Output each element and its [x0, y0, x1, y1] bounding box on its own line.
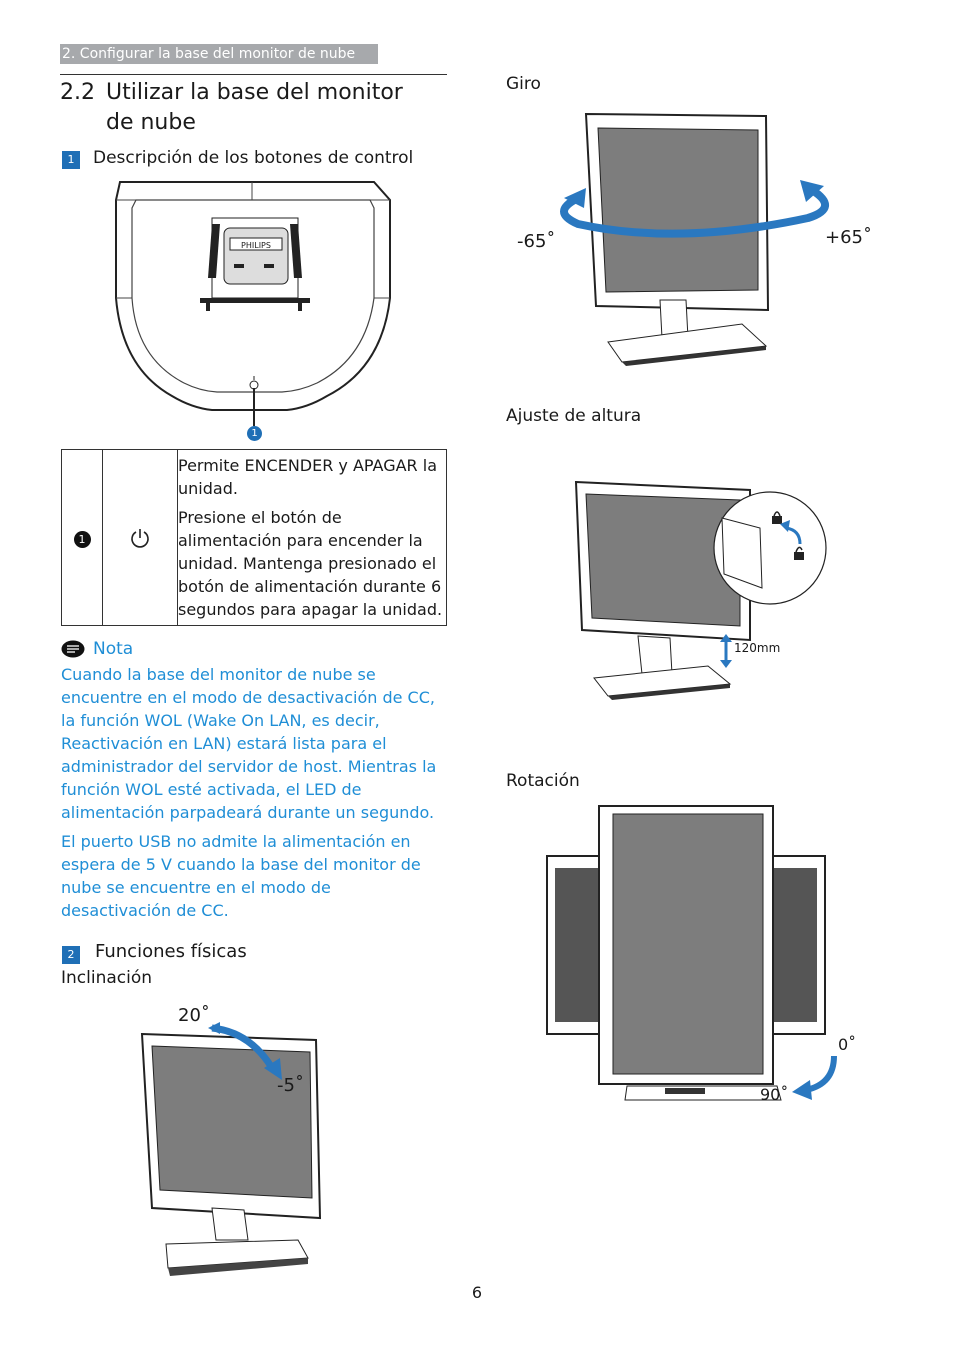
- note-label: Nota: [93, 639, 134, 659]
- tilt-angle-up: 20˚: [178, 1005, 210, 1026]
- description-cell: Permite ENCENDER y APAGAR la unidad. Pre…: [177, 449, 447, 626]
- subsection-number-badge-2: 2: [62, 946, 80, 964]
- section-title: Utilizar la base del monitor de nube: [106, 80, 403, 135]
- table-row: 1 Permite ENCENDER y APAGAR la unidad. P…: [61, 449, 447, 626]
- section-number: 2.2: [60, 80, 95, 105]
- swivel-angle-right: +65˚: [825, 227, 872, 248]
- header-rule: [60, 74, 447, 75]
- tilt-illustration: [140, 1032, 322, 1276]
- note-body: Cuando la base del monitor de nube se en…: [61, 663, 439, 928]
- tilt-label: Inclinación: [61, 968, 153, 988]
- note-paragraph-2: El puerto USB no admite la alimentación …: [61, 832, 421, 920]
- breadcrumb: 2. Configurar la base del monitor de nub…: [60, 44, 378, 64]
- tilt-angle-down: -5˚: [277, 1075, 304, 1096]
- height-illustration: [574, 480, 827, 700]
- note-icon: [61, 640, 85, 658]
- pivot-label: Rotación: [506, 771, 580, 791]
- row-number-badge: 1: [73, 530, 91, 548]
- pivot-illustration: [546, 805, 826, 1101]
- height-label: Ajuste de altura: [506, 406, 642, 426]
- callout-badge: 1: [247, 426, 262, 441]
- pivot-arrow-icon: [792, 1055, 837, 1100]
- power-icon: [131, 528, 149, 548]
- swivel-arrow-icon: [560, 180, 829, 238]
- control-table: 1 Permite ENCENDER y APAGAR la unidad. P…: [61, 449, 447, 626]
- description-text-2: Presione el botón de alimentación para e…: [178, 508, 443, 619]
- description-text-1: Permite ENCENDER y APAGAR la unidad.: [178, 456, 437, 498]
- height-arrow-icon: [720, 634, 732, 668]
- svg-text:PHILIPS: PHILIPS: [241, 241, 271, 250]
- pivot-angle-end: 90˚: [760, 1085, 789, 1104]
- swivel-angle-left: -65˚: [517, 231, 556, 252]
- row-number-cell: 1: [61, 449, 103, 626]
- note-paragraph-1: Cuando la base del monitor de nube se en…: [61, 665, 437, 822]
- swivel-illustration: [584, 112, 770, 366]
- subsection-number-badge: 1: [62, 151, 80, 169]
- subsection-title-controls: Descripción de los botones de control: [93, 148, 414, 168]
- swivel-label: Giro: [506, 74, 541, 94]
- icon-cell: [102, 449, 178, 626]
- base-bottom-view-illustration: PHILIPS: [115, 181, 391, 426]
- tilt-arrow-icon: [208, 1022, 282, 1080]
- page-number: 6: [471, 1283, 483, 1302]
- subsection-title-physical: Funciones físicas: [95, 941, 247, 962]
- pivot-angle-start: 0˚: [838, 1035, 857, 1054]
- height-range-label: 120mm: [734, 641, 781, 655]
